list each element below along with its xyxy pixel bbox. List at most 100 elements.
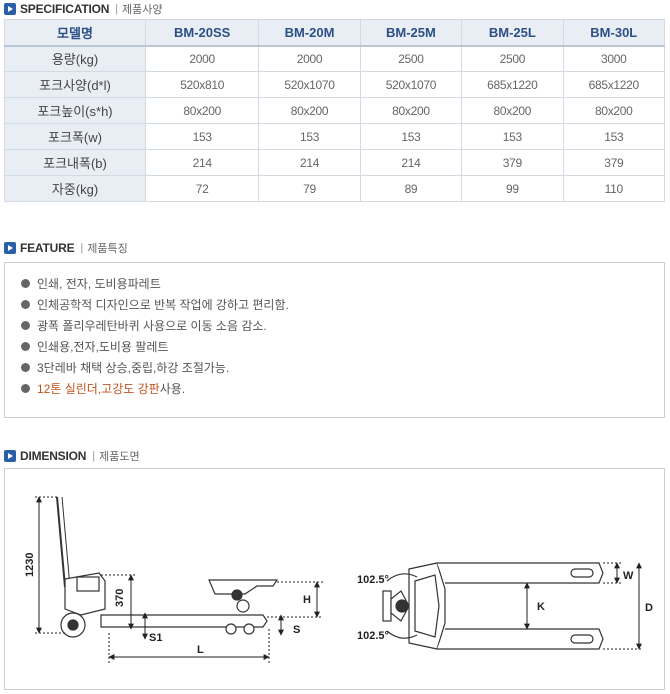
dim-label-w: W bbox=[623, 570, 634, 582]
table-cell: 153 bbox=[144, 123, 260, 150]
table-cell: 685x1220 bbox=[562, 71, 666, 98]
spec-table: 모델명 BM-20SS BM-20M BM-25M BM-25L BM-30L … bbox=[4, 19, 666, 202]
dim-label-angle-bottom: 102.5° bbox=[357, 630, 389, 642]
dimension-section-header: DIMENSION | 제품도면 bbox=[4, 448, 140, 464]
dimension-drawing: 1230 370 S1 H S L bbox=[24, 496, 653, 663]
list-item: 인쇄, 전자, 도비용파레트 bbox=[21, 273, 664, 294]
model-name: BM-25M bbox=[359, 19, 463, 47]
table-cell: 214 bbox=[144, 149, 260, 176]
table-cell: 80x200 bbox=[144, 97, 260, 124]
table-cell: 2500 bbox=[461, 45, 564, 72]
feature-subtitle: 제품특징 bbox=[87, 243, 128, 255]
top-view-dimension-lines bbox=[524, 562, 643, 650]
table-cell: 89 bbox=[359, 175, 463, 202]
table-row: 포크폭(w) 153 153 153 153 153 bbox=[4, 123, 666, 150]
feature-text: 인체공학적 디자인으로 반복 작업에 강하고 편리함. bbox=[37, 298, 289, 312]
table-cell: 153 bbox=[258, 123, 361, 150]
row-label: 자중(kg) bbox=[4, 175, 146, 202]
table-cell: 2000 bbox=[258, 45, 361, 72]
dim-label-h: H bbox=[303, 594, 311, 606]
model-name: BM-20M bbox=[258, 19, 361, 47]
table-cell: 379 bbox=[461, 149, 564, 176]
section-bullet-icon bbox=[4, 450, 16, 462]
table-cell: 80x200 bbox=[562, 97, 666, 124]
table-cell: 153 bbox=[562, 123, 666, 150]
section-bullet-icon bbox=[4, 242, 16, 254]
table-cell: 214 bbox=[258, 149, 361, 176]
feature-highlight-text: 12톤 실린더,고강도 강판 bbox=[37, 382, 160, 396]
table-cell: 80x200 bbox=[258, 97, 361, 124]
feature-title: FEATURE bbox=[20, 241, 75, 255]
section-bullet-icon bbox=[4, 3, 16, 15]
table-cell: 2500 bbox=[359, 45, 463, 72]
row-label: 포크높이(s*h) bbox=[4, 97, 146, 124]
table-cell: 99 bbox=[461, 175, 564, 202]
table-cell: 79 bbox=[258, 175, 361, 202]
dim-label-height-total: 1230 bbox=[24, 553, 36, 577]
table-row: 용량(kg) 2000 2000 2500 2500 3000 bbox=[4, 45, 666, 72]
dim-label-s: S bbox=[293, 624, 300, 636]
spec-header-row: 모델명 BM-20SS BM-20M BM-25M BM-25L BM-30L bbox=[4, 19, 666, 47]
dim-label-d: D bbox=[645, 602, 653, 614]
table-cell: 80x200 bbox=[461, 97, 564, 124]
table-cell: 153 bbox=[461, 123, 564, 150]
table-row: 포크사양(d*l) 520x810 520x1070 520x1070 685x… bbox=[4, 71, 666, 98]
bullet-dot-icon bbox=[21, 342, 30, 351]
table-cell: 2000 bbox=[144, 45, 260, 72]
dim-label-height-handle: 370 bbox=[114, 589, 126, 607]
top-view-drawing bbox=[382, 562, 604, 650]
feature-text: 3단레바 채택 상승,중립,하강 조절가능. bbox=[37, 361, 230, 375]
title-separator: | bbox=[80, 242, 84, 254]
list-item: 3단레바 채택 상승,중립,하강 조절가능. bbox=[21, 357, 664, 378]
side-view-dimension-lines bbox=[35, 496, 323, 663]
table-cell: 685x1220 bbox=[461, 71, 564, 98]
bullet-dot-icon bbox=[21, 300, 30, 309]
row-label: 포크내폭(b) bbox=[4, 149, 146, 176]
dimension-subtitle: 제품도면 bbox=[99, 451, 140, 463]
title-separator: | bbox=[115, 3, 119, 15]
dim-label-s1: S1 bbox=[149, 632, 162, 644]
table-row: 자중(kg) 72 79 89 99 110 bbox=[4, 175, 666, 202]
table-cell: 379 bbox=[562, 149, 666, 176]
table-cell: 80x200 bbox=[359, 97, 463, 124]
spec-title: SPECIFICATION bbox=[20, 2, 110, 16]
table-cell: 153 bbox=[359, 123, 463, 150]
model-name: BM-30L bbox=[562, 19, 666, 47]
title-separator: | bbox=[92, 450, 96, 462]
dimension-box: 1230 370 S1 H S L bbox=[4, 468, 665, 690]
list-item: 광폭 폴리우레탄바퀴 사용으로 이동 소음 감소. bbox=[21, 315, 664, 336]
list-item: 12톤 실린더,고강도 강판 사용. bbox=[21, 378, 664, 399]
feature-section-header: FEATURE | 제품특징 bbox=[4, 240, 128, 256]
feature-text: 광폭 폴리우레탄바퀴 사용으로 이동 소음 감소. bbox=[37, 319, 267, 333]
feature-text: 인쇄, 전자, 도비용파레트 bbox=[37, 277, 161, 291]
table-cell: 72 bbox=[144, 175, 260, 202]
table-row: 포크높이(s*h) 80x200 80x200 80x200 80x200 80… bbox=[4, 97, 666, 124]
feature-text: 인쇄용,전자,도비용 팔레트 bbox=[37, 340, 169, 354]
spec-section-header: SPECIFICATION | 제품사양 bbox=[4, 1, 163, 17]
model-header-label: 모델명 bbox=[4, 19, 146, 47]
side-view-drawing bbox=[56, 496, 279, 638]
dim-label-angle-top: 102.5° bbox=[357, 574, 389, 586]
table-cell: 520x1070 bbox=[258, 71, 361, 98]
model-name: BM-20SS bbox=[144, 19, 260, 47]
bullet-dot-icon bbox=[21, 363, 30, 372]
bullet-dot-icon bbox=[21, 321, 30, 330]
list-item: 인체공학적 디자인으로 반복 작업에 강하고 편리함. bbox=[21, 294, 664, 315]
table-cell: 110 bbox=[562, 175, 666, 202]
row-label: 포크폭(w) bbox=[4, 123, 146, 150]
table-cell: 520x810 bbox=[144, 71, 260, 98]
feature-box: 인쇄, 전자, 도비용파레트 인체공학적 디자인으로 반복 작업에 강하고 편리… bbox=[4, 262, 665, 418]
row-label: 용량(kg) bbox=[4, 45, 146, 72]
bullet-dot-icon bbox=[21, 279, 30, 288]
dim-label-k: K bbox=[537, 601, 545, 613]
spec-subtitle: 제품사양 bbox=[122, 4, 163, 16]
list-item: 인쇄용,전자,도비용 팔레트 bbox=[21, 336, 664, 357]
model-name: BM-25L bbox=[461, 19, 564, 47]
row-label: 포크사양(d*l) bbox=[4, 71, 146, 98]
table-cell: 3000 bbox=[562, 45, 666, 72]
dimension-title: DIMENSION bbox=[20, 449, 87, 463]
feature-text: 사용. bbox=[159, 382, 186, 396]
dim-label-l: L bbox=[197, 644, 204, 656]
bullet-dot-icon bbox=[21, 384, 30, 393]
table-row: 포크내폭(b) 214 214 214 379 379 bbox=[4, 149, 666, 176]
